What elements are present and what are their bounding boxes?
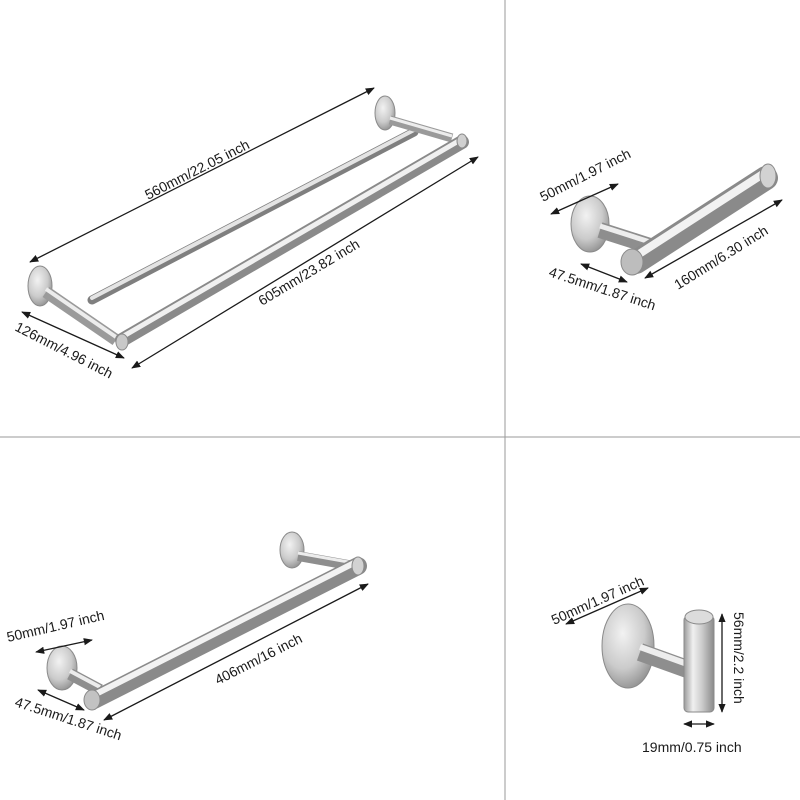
dimension-arrow bbox=[103, 583, 369, 721]
dimension-arrow bbox=[35, 638, 93, 654]
dimension-arrow bbox=[21, 311, 125, 359]
robe-hook-illustration bbox=[601, 603, 715, 713]
toilet-paper-holder-panel: 50mm/1.97 inch 47.5mm/1.87 inch 160mm/6.… bbox=[537, 145, 783, 313]
dimension-arrow bbox=[550, 183, 619, 215]
height-label: 56mm/2.2 inch bbox=[731, 612, 747, 704]
dimension-arrow bbox=[644, 199, 783, 279]
double-towel-bar-panel: 560mm/22.05 inch 605mm/23.82 inch 126mm/… bbox=[13, 87, 479, 381]
robe-hook-panel: 50mm/1.97 inch 56mm/2.2 inch 19mm/0.75 i… bbox=[549, 573, 747, 755]
inner-length-label: 560mm/22.05 inch bbox=[142, 136, 252, 203]
base-diameter-label: 50mm/1.97 inch bbox=[537, 145, 633, 204]
base-diameter-label: 50mm/1.97 inch bbox=[5, 607, 106, 645]
dimension-arrow bbox=[37, 689, 85, 711]
dimension-arrow bbox=[565, 587, 649, 625]
width-label: 19mm/0.75 inch bbox=[642, 739, 742, 755]
single-towel-bar-panel: 50mm/1.97 inch 406mm/16 inch 47.5mm/1.87… bbox=[5, 531, 369, 743]
double-towel-bar-illustration bbox=[27, 95, 469, 351]
toilet-paper-holder-illustration bbox=[570, 163, 778, 276]
dimension-arrow bbox=[131, 156, 479, 369]
dimension-arrow bbox=[580, 263, 628, 283]
